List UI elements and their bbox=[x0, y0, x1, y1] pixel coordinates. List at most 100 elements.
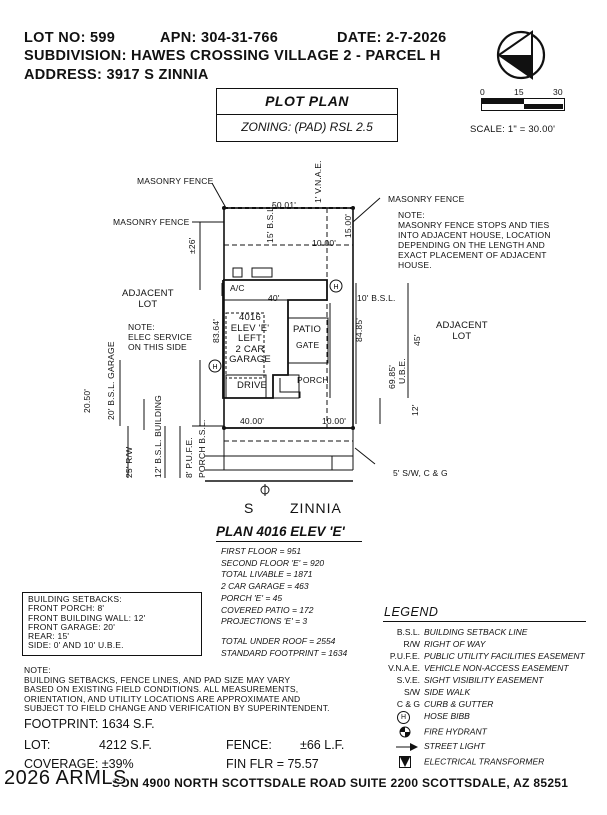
dim-side-right: 10.00' bbox=[312, 238, 337, 248]
bottom-note-line: BASED ON EXISTING FIELD CONDITIONS. ALL … bbox=[24, 684, 299, 694]
porch-bsl: PORCH B.S.L. bbox=[197, 419, 207, 478]
dim-40-00: 40.00' bbox=[240, 416, 265, 426]
legend-text: HOSE BIBB bbox=[424, 711, 470, 721]
house-label-line: ELEV 'E' bbox=[230, 322, 270, 334]
dim-20-50: 20.50' bbox=[82, 388, 92, 413]
elec-note-line: ON THIS SIDE bbox=[128, 342, 187, 352]
plan-stat: FIRST FLOOR = 951 bbox=[221, 546, 302, 556]
legend-item: STREET LIGHT bbox=[372, 741, 485, 752]
setback-line: SIDE: 0' AND 10' U.B.E. bbox=[28, 640, 124, 651]
dim-top: 50.01' bbox=[272, 200, 297, 210]
bottom-note-line: SUBJECT TO FIELD CHANGE AND VERIFICATION… bbox=[24, 703, 330, 713]
legend-text: PUBLIC UTILITY FACILITIES EASEMENT bbox=[424, 651, 585, 661]
address: ADDRESS: 3917 S ZINNIA bbox=[24, 67, 209, 83]
setbacks-box: BUILDING SETBACKS: FRONT PORCH: 8' FRONT… bbox=[22, 592, 202, 656]
sidewalk-label: 5' S/W, C & G bbox=[393, 468, 448, 478]
adjacent-lot-right: ADJACENT LOT bbox=[436, 320, 488, 342]
footer-address: SON 4900 NORTH SCOTTSDALE ROAD SUITE 220… bbox=[112, 776, 569, 790]
elec-note-line: ELEC SERVICE bbox=[128, 332, 193, 342]
building-bsl: 12' B.S.L. BUILDING bbox=[153, 395, 163, 478]
right-note-line: MASONRY FENCE STOPS AND TIES bbox=[398, 220, 550, 230]
dim-rear-right: 15.00' bbox=[343, 213, 353, 238]
setback-line: FRONT PORCH: 8' bbox=[28, 603, 105, 614]
legend-item: P.U.F.E.PUBLIC UTILITY FACILITIES EASEME… bbox=[372, 651, 585, 661]
legend-item: V.N.A.E.VEHICLE NON-ACCESS EASEMENT bbox=[372, 663, 568, 673]
street-light-icon bbox=[372, 741, 420, 752]
subdivision: SUBDIVISION: HAWES CROSSING VILLAGE 2 - … bbox=[24, 48, 441, 64]
svg-text:H: H bbox=[212, 364, 217, 371]
legend-text: STREET LIGHT bbox=[424, 741, 485, 751]
garage-bsl: 20' B.S.L. GARAGE bbox=[106, 341, 116, 420]
plan-stat: COVERED PATIO = 172 bbox=[221, 604, 314, 615]
legend-abbr: S/W bbox=[403, 687, 420, 697]
legend-text: SIDE WALK bbox=[424, 687, 471, 697]
plan-stat: PORCH 'E' = 45 bbox=[221, 592, 283, 603]
masonry-fence-right-label: MASONRY FENCE bbox=[388, 194, 465, 204]
legend-text: BUILDING SETBACK LINE bbox=[424, 627, 528, 637]
bsl-10: 10' B.S.L. bbox=[357, 293, 396, 303]
bottom-note-line: BUILDING SETBACKS, FENCE LINES, AND PAD … bbox=[24, 674, 291, 685]
drive-label: DRIVE bbox=[237, 380, 268, 391]
setback-line: FRONT BUILDING WALL: 12' bbox=[28, 612, 146, 623]
house-label-line: GARAGE bbox=[229, 354, 271, 365]
scale-bar bbox=[481, 98, 565, 111]
fire-hydrant-icon bbox=[372, 726, 420, 738]
setback-line: REAR: 15' bbox=[28, 631, 70, 642]
adjacent-lot-left: ADJACENT LOT bbox=[122, 288, 174, 310]
legend-item: ELECTRICAL TRANSFORMER bbox=[372, 756, 544, 768]
patio-label: PATIO bbox=[293, 324, 322, 335]
dim-10-00-bottom: 10.00' bbox=[322, 416, 347, 426]
width-40: 40' bbox=[268, 293, 280, 303]
porch-label: PORCH bbox=[297, 375, 329, 385]
adjacent-lot-right-line: LOT bbox=[452, 331, 472, 342]
plan-total: STANDARD FOOTPRINT = 1634 bbox=[221, 647, 348, 658]
lot-number: LOT NO: 599 bbox=[24, 30, 116, 46]
house-label-line: LEFT bbox=[237, 333, 263, 344]
legend-text: SIGHT VISIBILITY EASEMENT bbox=[424, 675, 544, 685]
plan-stat: TOTAL LIVABLE = 1871 bbox=[221, 569, 313, 580]
dim-69: 69.85' bbox=[387, 364, 397, 389]
row-25: 25' R/W bbox=[124, 446, 134, 478]
legend-text: CURB & GUTTER bbox=[424, 699, 494, 709]
fence-label: FENCE: bbox=[226, 738, 272, 752]
legend-item: S/W SIDE WALK bbox=[372, 687, 470, 697]
elec-note-line: NOTE: bbox=[128, 322, 155, 332]
legend-item: S.V.E.SIGHT VISIBILITY EASEMENT bbox=[372, 675, 544, 685]
masonry-fence-left-label: MASONRY FENCE bbox=[113, 217, 190, 227]
legend-abbr: R/W bbox=[403, 639, 420, 649]
dim-rear-setback: 15' B.S.L. bbox=[265, 204, 275, 243]
plan-stat: 2 CAR GARAGE = 463 bbox=[221, 581, 309, 592]
ac-label: A/C bbox=[230, 283, 245, 293]
house-label: 4016 ELEV 'E' LEFT 2 CAR GARAGE bbox=[226, 312, 274, 366]
street-name: ZINNIA bbox=[290, 500, 342, 516]
legend-item: FIRE HYDRANT bbox=[372, 726, 487, 738]
right-note-line: EXACT PLACEMENT OF ADJACENT bbox=[398, 250, 547, 260]
right-note-line: INTO ADJACENT HOUSE, LOCATION bbox=[398, 230, 551, 240]
title-box: PLOT PLAN ZONING: (PAD) RSL 2.5 bbox=[216, 88, 398, 142]
scale-tick-0: 0 bbox=[480, 87, 485, 97]
hose-bibb-icon: H bbox=[333, 284, 338, 291]
vnae-label: 1' V.N.A.E. bbox=[313, 160, 323, 203]
right-note-line: NOTE: bbox=[398, 210, 425, 220]
plan-title-underline bbox=[216, 541, 362, 542]
dim-left-26: ±26' bbox=[187, 237, 197, 254]
house-label-line: 4016 bbox=[239, 312, 261, 323]
legend-title-underline bbox=[383, 621, 586, 622]
bottom-note-line: ORIENTATION, AND UTILITY LOCATIONS ARE A… bbox=[24, 693, 301, 704]
bottom-note-line: NOTE: bbox=[24, 665, 51, 675]
footprint: FOOTPRINT: 1634 S.F. bbox=[24, 717, 155, 731]
house-label-line: 2 CAR bbox=[235, 343, 265, 355]
dim-45: 45' bbox=[412, 334, 422, 346]
electrical-transformer-icon bbox=[372, 756, 420, 768]
gate-label: GATE bbox=[296, 340, 320, 350]
finish-floor: FIN FLR = 75.57 bbox=[226, 757, 319, 771]
legend-title: LEGEND bbox=[384, 605, 439, 619]
legend-text: RIGHT OF WAY bbox=[424, 639, 486, 649]
legend-abbr: V.N.A.E. bbox=[388, 663, 420, 673]
hose-bibb-legend-icon: H bbox=[372, 711, 420, 724]
plan-totals: TOTAL UNDER ROOF = 2554 STANDARD FOOTPRI… bbox=[221, 636, 347, 659]
ube-label: U.B.E. bbox=[397, 358, 407, 384]
apn: APN: 304-31-766 bbox=[160, 30, 279, 46]
lot-area-value: 4212 S.F. bbox=[99, 738, 152, 752]
